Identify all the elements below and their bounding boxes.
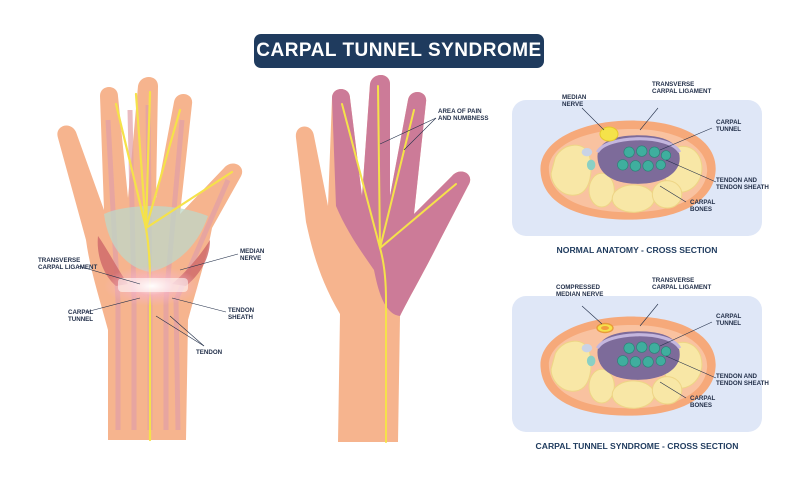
syndrome-label-bones-1: CARPAL	[690, 395, 716, 402]
syndrome-label-bones-2: BONES	[690, 402, 712, 409]
ligament-band	[118, 278, 188, 292]
syndrome-label-tunnel-2: TUNNEL	[716, 320, 741, 327]
normal-label-nerve-2: NERVE	[562, 101, 583, 108]
normal-label-tunnel-2: TUNNEL	[716, 126, 741, 133]
label-sheath-2: SHEATH	[228, 314, 254, 321]
label-tendon: TENDON	[196, 349, 223, 356]
syndrome-label-ligament-1: TRANSVERSE	[652, 277, 694, 284]
normal-cross-section: MEDIAN NERVE TRANSVERSE CARPAL LIGAMENT …	[512, 81, 769, 255]
normal-caption: NORMAL ANATOMY - CROSS SECTION	[557, 245, 718, 255]
syndrome-label-tunnel-1: CARPAL	[716, 313, 742, 320]
syndrome-label-tendon-1: TENDON AND	[716, 373, 758, 380]
median-nerve-normal	[599, 126, 619, 142]
normal-label-bones-2: BONES	[690, 206, 712, 213]
syndrome-label-nerve-2: MEDIAN NERVE	[556, 291, 603, 298]
label-pain-2: AND NUMBNESS	[438, 115, 489, 122]
syndrome-label-ligament-2: CARPAL LIGAMENT	[652, 284, 711, 291]
syndrome-label-nerve-1: COMPRESSED	[556, 284, 601, 291]
label-median-2: NERVE	[240, 255, 261, 262]
back-hand: AREA OF PAIN AND NUMBNESS	[295, 75, 489, 443]
front-hand: TRANSVERSE CARPAL LIGAMENT MEDIAN NERVE …	[38, 77, 265, 442]
syndrome-cross-section: COMPRESSED MEDIAN NERVE TRANSVERSE CARPA…	[512, 277, 769, 451]
normal-label-ligament-2: CARPAL LIGAMENT	[652, 88, 711, 95]
compression-glow	[601, 326, 609, 330]
palm-sheath	[104, 205, 208, 272]
normal-label-nerve-1: MEDIAN	[562, 94, 587, 101]
label-median-1: MEDIAN	[240, 248, 265, 255]
normal-label-tunnel-1: CARPAL	[716, 119, 742, 126]
label-tunnel-1: CARPAL	[68, 309, 94, 316]
label-ligament-2: CARPAL LIGAMENT	[38, 264, 97, 271]
label-ligament-1: TRANSVERSE	[38, 257, 80, 264]
median-nerve-back	[341, 85, 457, 443]
label-sheath-1: TENDON	[228, 307, 255, 314]
syndrome-caption: CARPAL TUNNEL SYNDROME - CROSS SECTION	[536, 441, 739, 451]
median-nerve-front	[114, 90, 234, 442]
normal-label-tendon-2: TENDON SHEATH	[716, 184, 769, 191]
normal-label-bones-1: CARPAL	[690, 199, 716, 206]
label-pain-1: AREA OF PAIN	[438, 108, 482, 115]
normal-label-ligament-1: TRANSVERSE	[652, 81, 694, 88]
page-title: CARPAL TUNNEL SYNDROME	[254, 34, 544, 68]
normal-label-tendon-1: TENDON AND	[716, 177, 758, 184]
syndrome-label-tendon-2: TENDON SHEATH	[716, 380, 769, 387]
label-tunnel-2: TUNNEL	[68, 316, 93, 323]
numb-area	[332, 75, 471, 316]
